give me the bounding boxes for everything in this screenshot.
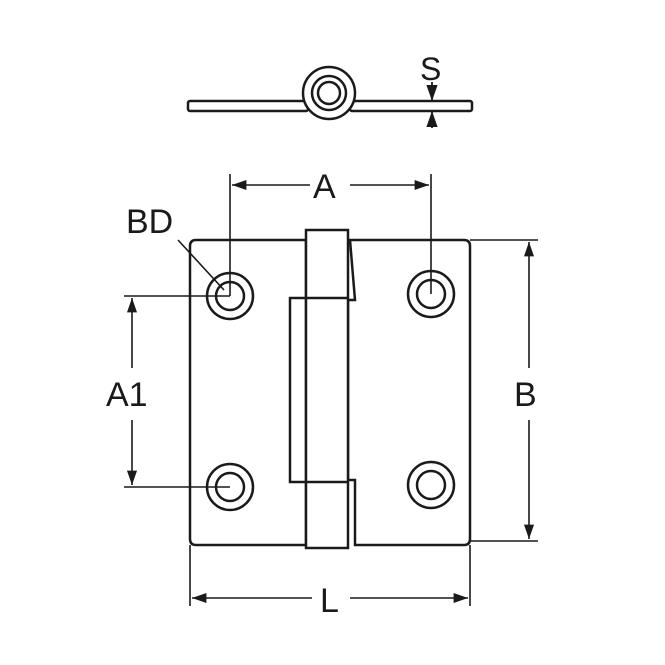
side-view-leaf-right (348, 99, 474, 113)
side-view (186, 65, 474, 121)
hole-bottom-right (406, 460, 456, 510)
front-view (188, 228, 472, 550)
hinge-knuckle (304, 228, 350, 550)
dimension-lines (124, 174, 538, 606)
label-a: A (313, 168, 336, 206)
label-s: S (420, 51, 441, 87)
label-a1: A1 (106, 376, 148, 414)
label-b: B (514, 376, 537, 414)
side-view-pin (316, 80, 342, 106)
label-l: L (320, 582, 339, 620)
side-view-leaf-left (186, 99, 310, 113)
label-bd: BD (126, 203, 173, 241)
leaf-inner-edge (288, 296, 306, 484)
dim-bd-leader (177, 239, 225, 291)
